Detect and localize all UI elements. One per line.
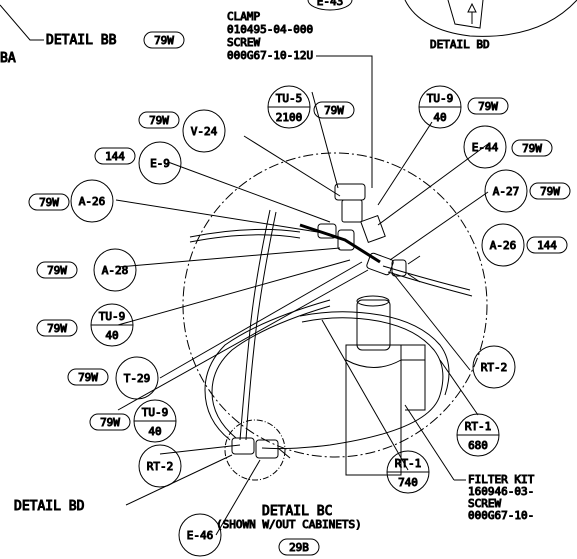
n144-e9-tag [94,147,136,165]
w79-bb-tag [143,31,185,49]
filter-pn: 160946-03- [468,485,534,498]
t29-label: T-29 [124,372,151,385]
e46-label: E-46 [187,529,214,542]
tu9a-top-label: TU-9 [427,92,454,105]
w79-bb-label: 79W [154,34,174,47]
rt2-right-tag [472,345,516,389]
rt1b-top-label: RT-1 [395,457,422,470]
v24-tag [182,109,226,153]
tu9a-bot-label: 40 [433,111,446,124]
w79-a26-label: 79W [39,196,59,209]
w79-tu5-tag [313,101,355,119]
n29b-tag [278,538,320,556]
e44-label: E-44 [472,141,499,154]
a26r-tag [481,223,525,267]
screw-leader [316,55,373,188]
rt1a-top-label: RT-1 [465,420,492,433]
detail-bd-bottom-label: DETAIL BD [14,499,85,514]
w79-a26-tag [28,193,70,211]
w79-a27-tag [529,182,571,200]
w79-e44-tag [511,139,553,157]
e9-label: E-9 [150,157,170,170]
tu5-top-label: TU-5 [276,92,303,105]
leader-lines [115,91,489,536]
detail-bd-top-circle [404,0,577,37]
detail-bb-label: DETAIL BB [46,33,117,48]
detail-bd-top-label: DETAIL BD [430,38,490,51]
e44-tag [463,125,507,169]
v24-label: V-24 [191,125,218,138]
w79-v24-tag [138,111,180,129]
tubing-assembly [189,183,473,481]
ba-partial-label: BA [0,51,16,66]
w79-t29-label: 79W [78,371,98,384]
rt1b-bot-label: 740 [398,476,418,489]
clamp-pn: 010495-04-000 [227,23,313,36]
w79-v24-label: 79W [149,114,169,127]
w79-tu9b-tag [36,319,78,337]
detail-bc-label: DETAIL BC [262,504,332,519]
filter-title: FILTER KIT [468,473,535,486]
a26r-label: A-26 [490,239,517,252]
screw-pn: 000G67-10-12U [227,49,313,62]
e9-tag [138,141,182,185]
filter-screw-pn: 000G67-10- [468,509,534,522]
w79-tu9b-label: 79W [47,322,67,335]
n29b-label: 29B [289,541,309,554]
rt2-right-label: RT-2 [481,361,508,374]
w79-a27-label: 79W [540,185,560,198]
rt2-left-label: RT-2 [147,460,174,473]
tu5-bot-label: 2100 [276,111,303,124]
e43-label: E-43 [317,0,344,8]
detail-bc-circle [182,152,488,458]
e43-tag [307,0,353,11]
a27-label: A-27 [493,185,520,198]
w79-a28-tag [36,261,78,279]
shown-without-label: (SHOWN W/OUT CABINETS) [216,518,362,531]
rt2-left-tag [138,444,182,488]
w79-tu9a-label: 79W [478,100,498,113]
a28-tag [93,248,137,292]
w79-t29-tag [67,368,109,386]
filter-screw: SCREW [468,497,501,510]
clamp-title: CLAMP [227,10,260,23]
w79-tu9c-label: 79W [100,416,120,429]
rt1a-bot-label: 680 [468,439,488,452]
bb-leader [0,4,44,41]
a26-tag [70,179,114,223]
w79-e44-label: 79W [522,142,542,155]
n144-a26r-label: 144 [537,239,557,252]
n144-e9-label: 144 [105,150,125,163]
tu9c-bot-label: 40 [148,425,161,438]
screw-title: SCREW [227,36,260,49]
tu9b-top-label: TU-9 [99,310,126,323]
w79-tu5-label: 79W [324,104,344,117]
w79-tu9c-tag [89,413,131,431]
w79-a28-label: 79W [47,264,67,277]
n144-a26r-tag [526,236,568,254]
a28-label: A-28 [102,264,129,277]
t29-tag [115,356,159,400]
tu9b-bot-label: 40 [105,329,118,342]
w79-tu9a-tag [467,97,509,115]
a26-label: A-26 [79,195,106,208]
tu9c-top-label: TU-9 [142,406,169,419]
e46-tag [178,513,222,557]
a27-tag [484,169,528,213]
